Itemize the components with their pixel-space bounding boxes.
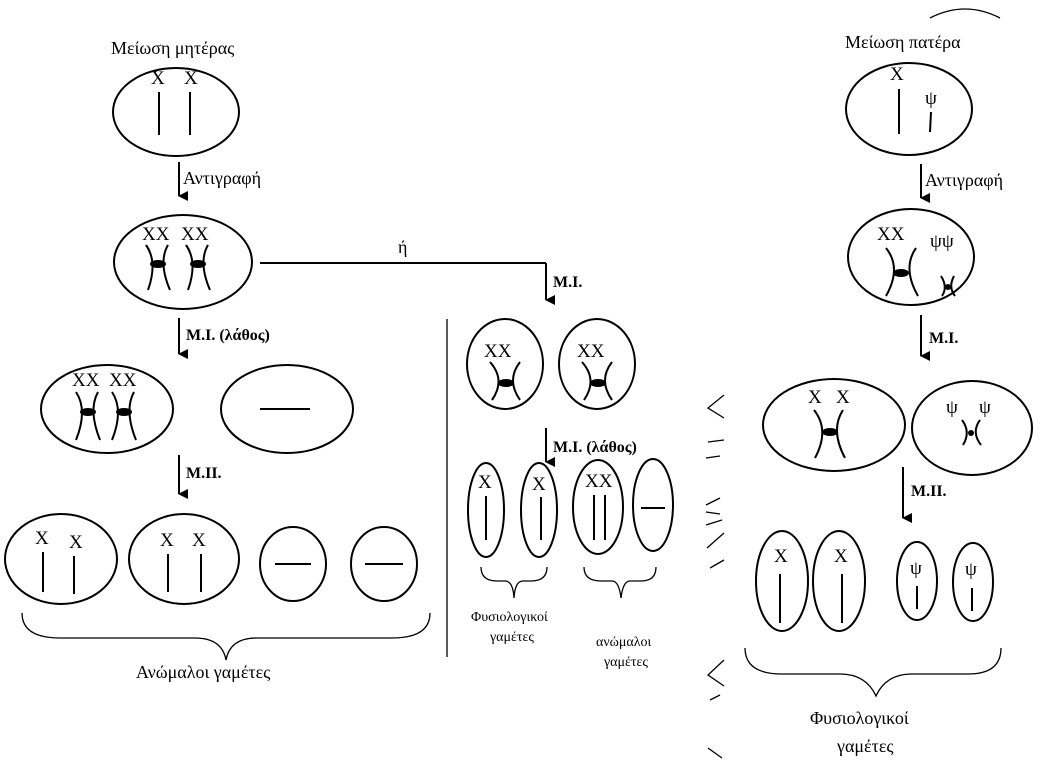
mother-gamete-empty-1 (259, 526, 327, 602)
chromosome-label-x: X (890, 64, 904, 85)
abnormal-gametes-label: Ανώμαλοι γαμέτες (136, 662, 270, 682)
chromosome-label-xx: XX (142, 224, 170, 245)
father-initial-cell: X ψ (845, 62, 973, 156)
chromosome-label-x: X (151, 68, 165, 89)
mother-meiosis-title: Μείωση μητέρας (111, 38, 234, 58)
mi-label-branch: Μ.Ι. (553, 274, 582, 291)
chromosome-label-x: X (69, 532, 83, 553)
father-gamete-y-2: ψ (952, 542, 994, 622)
chromosome-label-y: ψ (979, 397, 991, 418)
chromosome-label-x: X (834, 546, 848, 567)
branch-gamete-x-1: X (467, 462, 505, 558)
chromosome-label-xx: XX (877, 224, 905, 245)
chromosome-label-yy: ψψ (930, 231, 954, 252)
chromosome-label-y: ψ (946, 397, 958, 418)
chromosome-label-xx: XX (585, 471, 613, 492)
chromosome-label-x: X (478, 472, 492, 493)
mother-replication-label: Αντιγραφή (183, 168, 261, 188)
father-replication-label: Αντιγραφή (925, 170, 1003, 190)
branch-gamete-x-2: X (520, 462, 558, 558)
chromosome-label-x: X (160, 530, 174, 551)
father-normal-gametes-label-2: γαμέτες (836, 736, 894, 756)
chromosome-label-y: ψ (925, 88, 937, 109)
father-normal-gametes-label-1: Φυσιολογικοί (810, 708, 909, 728)
father-replicated-cell: XX ψψ (847, 208, 975, 306)
mother-mi-error-cell: XX XX (40, 364, 174, 454)
chromosome-label-x: X (35, 528, 49, 549)
father-mi-cell-y: ψ ψ (911, 380, 1033, 476)
fold-marks (705, 8, 1001, 759)
chromosome-label-x: X (808, 387, 822, 408)
abnormal-gametes-small-label-1: ανώμαλοι (596, 635, 652, 650)
father-gamete-y-1: ψ (896, 541, 938, 621)
father-mi-label: Μ.Ι. (929, 330, 958, 347)
chromosome-label-xx: XX (72, 370, 100, 391)
bracket-abnormal-gametes-small (583, 566, 657, 599)
chromosome-label-xx: XX (484, 341, 512, 362)
bracket-normal-gametes-small (480, 566, 548, 599)
normal-gametes-small-label-2: γαμέτες (489, 630, 534, 645)
father-gamete-x-1: X (755, 530, 809, 632)
mi-error-label-2: Μ.Ι. (λάθος) (553, 439, 637, 456)
mii-label: Μ.ΙΙ. (186, 465, 222, 482)
chromosome-label-x: X (532, 474, 546, 495)
chromosome-label-x: X (184, 68, 198, 89)
father-meiosis-title: Μείωση πατέρα (845, 32, 961, 52)
father-gamete-x-2: X (812, 530, 866, 632)
chromosome-label-xx: XX (577, 341, 605, 362)
branch-mi-cell-1: XX (466, 318, 544, 410)
mother-gamete-xx-2: X X (128, 513, 240, 605)
chromosome-label-xx: XX (109, 370, 137, 391)
branch-gamete-empty (632, 458, 674, 552)
branch-gamete-xx: XX (572, 459, 624, 555)
mi-error-label: Μ.Ι. (λάθος) (186, 327, 270, 344)
chromosome-label-x: X (836, 387, 850, 408)
abnormal-gametes-small-label-2: γαμέτες (603, 655, 648, 670)
normal-gametes-small-label-1: Φυσιολογικοί (471, 610, 548, 625)
mother-gamete-empty-2 (350, 526, 418, 602)
bracket-abnormal-gametes (21, 612, 431, 661)
or-label: ή (398, 237, 407, 257)
mother-mi-empty-cell (220, 364, 354, 454)
chromosome-label-y: ψ (910, 558, 922, 579)
mother-initial-cell: X X (112, 67, 240, 157)
chromosome-label-y: ψ (965, 559, 977, 580)
branch-mi-cell-2: XX (558, 318, 636, 410)
mother-gamete-xx-1: X X (4, 513, 118, 605)
mother-replicated-cell: XX XX (113, 214, 253, 310)
chromosome-label-xx: XX (181, 224, 209, 245)
chromosome-label-x: X (192, 530, 206, 551)
chromosome-label-x: X (774, 546, 788, 567)
father-mi-cell-x: X X (762, 378, 906, 472)
father-bracket-normal-gametes (744, 647, 1002, 698)
father-mii-label: Μ.ΙΙ. (911, 483, 947, 500)
